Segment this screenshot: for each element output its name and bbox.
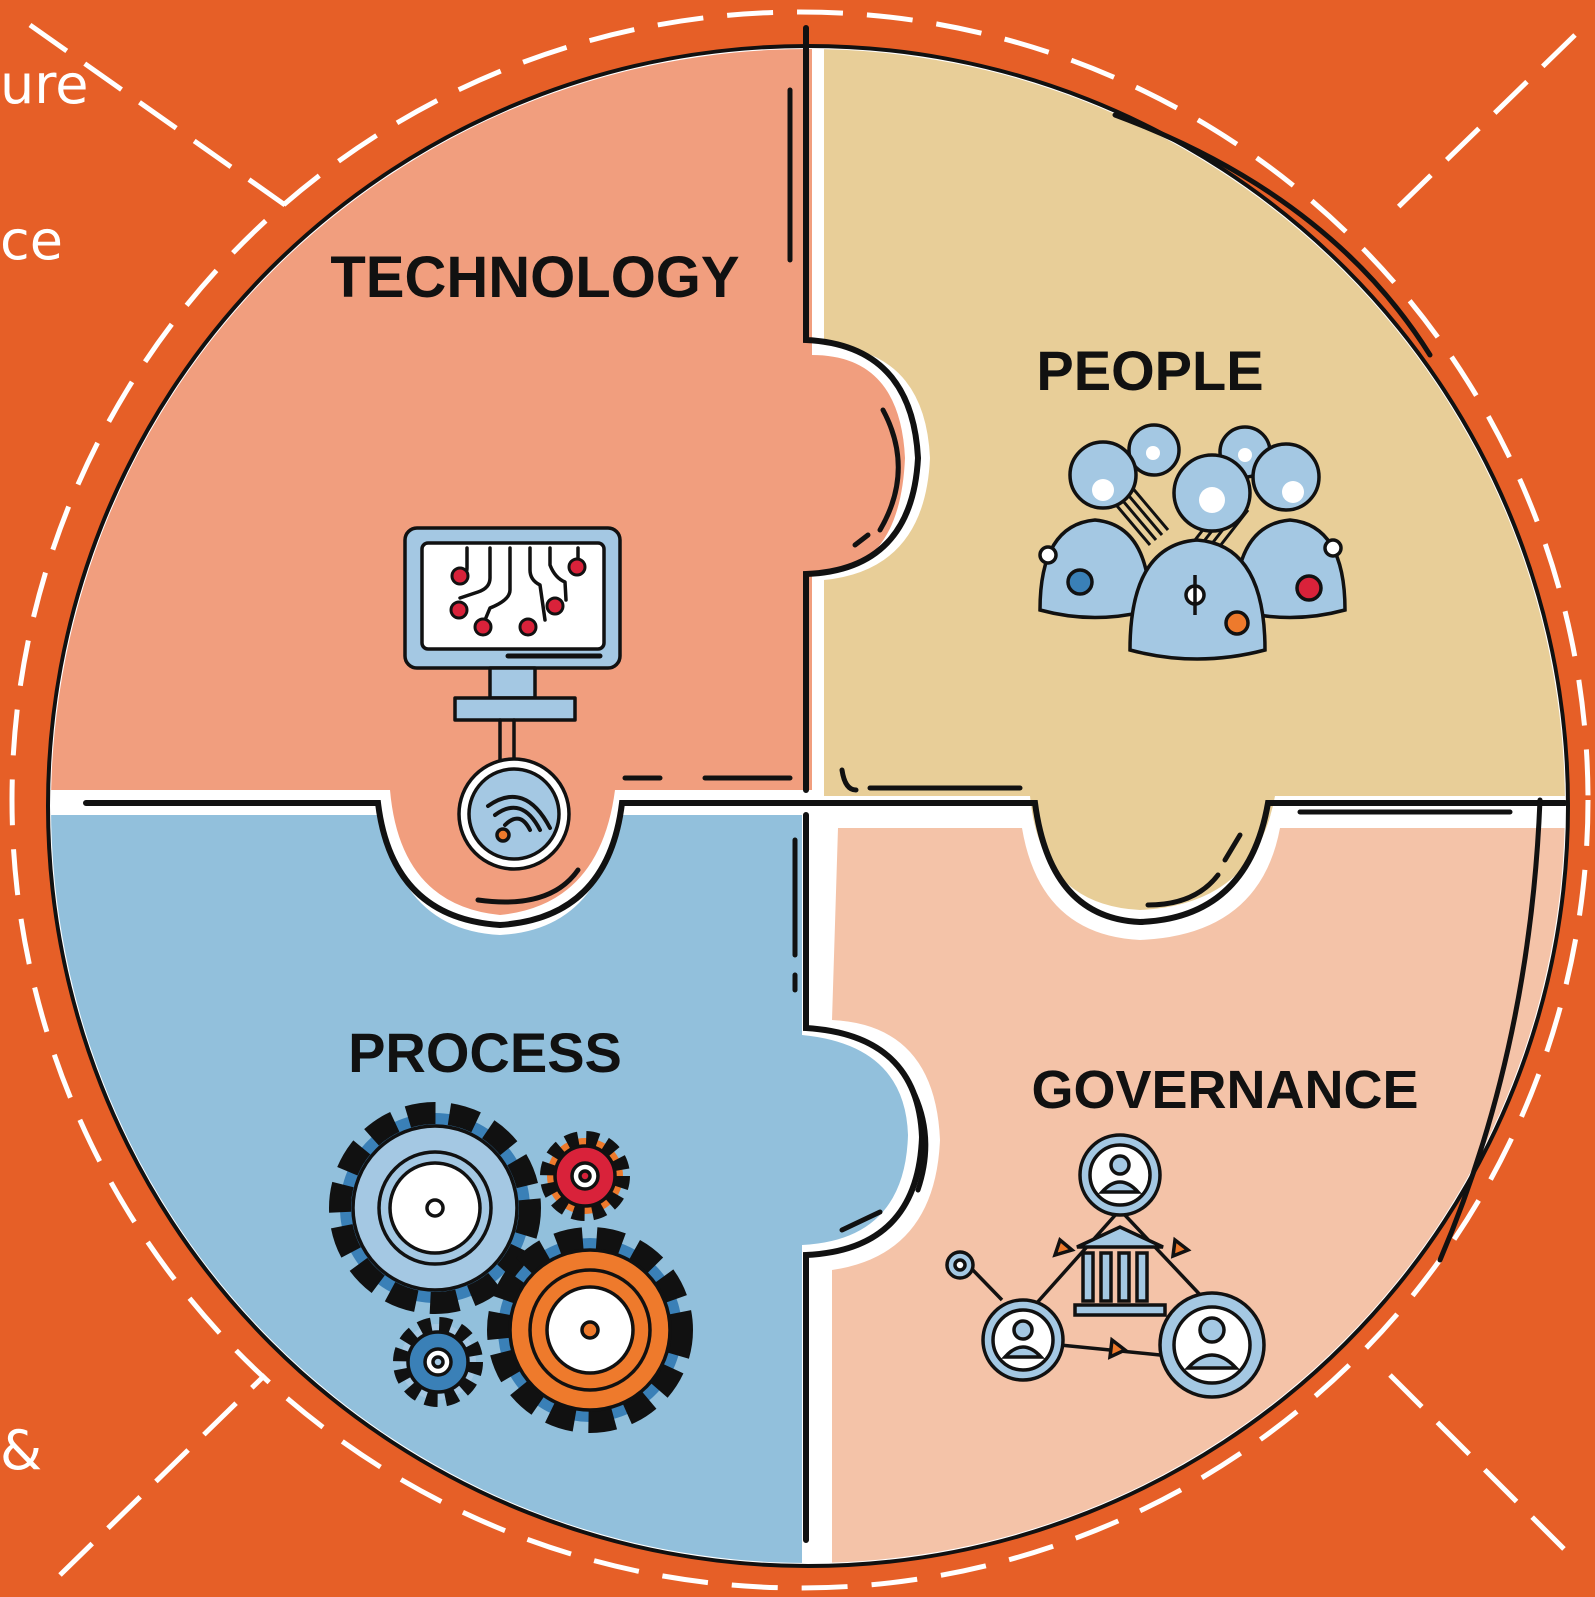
governance-network-icon (945, 1133, 1266, 1399)
title-people: PEOPLE (1036, 339, 1263, 402)
title-technology: TECHNOLOGY (330, 245, 739, 310)
seam-lines (83, 25, 1568, 1543)
outer-dashed-ring (9, 9, 1591, 1591)
people-group-icon (1038, 423, 1347, 661)
edge-label-bottom: & (0, 1419, 43, 1482)
dashed-diagonals (28, 22, 1577, 1577)
title-governance: GOVERNANCE (1031, 1060, 1418, 1120)
computer-circuit-icon (403, 526, 622, 871)
sketch-accents (475, 87, 1543, 1263)
edge-label-upper: ce (0, 209, 63, 272)
gears-icon (329, 1102, 693, 1433)
edge-label-top: ure (0, 53, 89, 116)
quadrant-governance (832, 828, 1565, 1563)
title-process: PROCESS (348, 1021, 622, 1084)
